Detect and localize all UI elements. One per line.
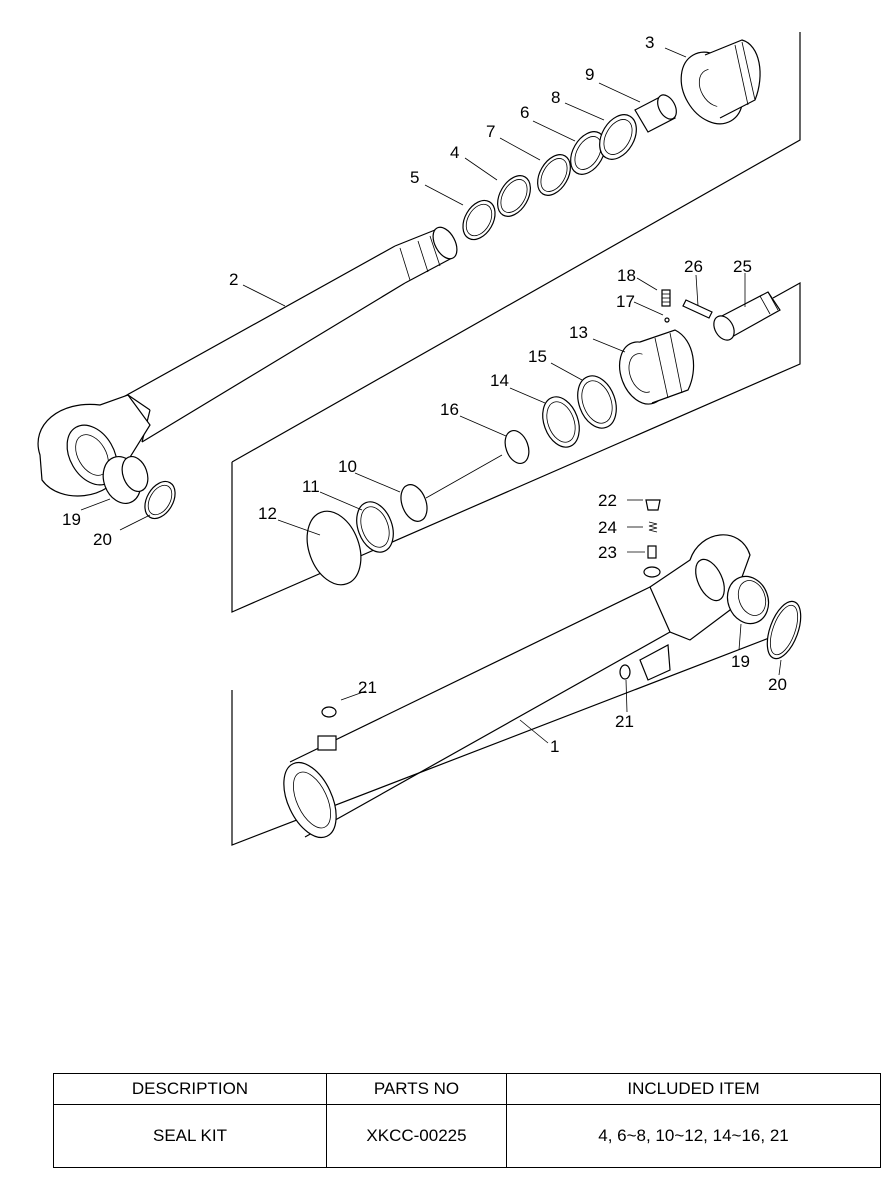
snap-ring [462,199,496,241]
column-header-included-item: INCLUDED ITEM [506,1073,881,1105]
callout-14: 14 [490,371,509,390]
callout-22: 22 [598,491,617,510]
cell-included-item: 4, 6~8, 10~12, 14~16, 21 [506,1104,881,1168]
callout-2: 2 [229,270,238,289]
piston-nut-o-ring [504,429,530,465]
leader-lines [80,47,782,744]
callout-labels: 2 3 4 5 6 7 8 9 19 20 12 11 10 16 14 15 … [62,33,787,756]
callout-17: 17 [616,292,635,311]
callout-12: 12 [258,504,277,523]
column-header-parts-no: PARTS NO [326,1073,507,1105]
grease-nipple-plug [645,499,661,511]
callout-13: 13 [569,323,588,342]
piston-wear-ring [400,484,428,522]
piston-seal-ring [356,501,394,553]
rod-cover [680,39,761,125]
panel-rod-assembly [231,32,801,463]
cell-description: SEAL KIT [53,1104,327,1168]
callout-8: 8 [551,88,560,107]
set-screw [661,289,671,307]
callout-6: 6 [520,103,529,122]
dust-seal-rod-end [144,480,176,520]
spring-pin [682,299,713,319]
callout-24: 24 [598,518,617,537]
callout-3: 3 [645,33,654,52]
callout-19-rod: 19 [62,510,81,529]
callout-20-rod: 20 [93,530,112,549]
back-up-ring [537,154,571,196]
column-header-description: DESCRIPTION [53,1073,327,1105]
bushing-rod-end [102,455,149,504]
seal-kit-table: DESCRIPTION PARTS NO INCLUDED ITEM SEAL … [53,1073,881,1168]
callout-15: 15 [528,347,547,366]
check-ball [647,545,657,559]
cell-parts-no: XKCC-00225 [326,1104,507,1168]
cylinder-tube [283,534,751,839]
callout-11: 11 [302,477,320,496]
bushing-tube-end [726,575,770,625]
callout-23: 23 [598,543,617,562]
pin [713,291,781,341]
assembly-line [425,454,503,499]
callout-26: 26 [684,257,703,276]
buffer-ring [599,114,637,160]
callout-16: 16 [440,400,459,419]
piston-nut [619,329,695,405]
piston-o-ring [306,510,362,586]
o-ring-tube [321,566,661,718]
rod-bushing [634,94,677,133]
callout-5: 5 [410,168,419,187]
callout-19-tube: 19 [731,652,750,671]
piston-rod [37,226,458,497]
dust-seal-tube-end [766,600,802,660]
table-row: SEAL KIT XKCC-00225 4, 6~8, 10~12, 14~16… [53,1104,881,1168]
callout-18: 18 [617,266,636,285]
panel-tube-assembly [231,627,796,846]
callout-21-right: 21 [615,712,634,731]
callout-21-left: 21 [358,678,377,697]
steel-ball [664,317,670,323]
callout-10: 10 [338,457,357,476]
callout-4: 4 [450,143,459,162]
callout-7: 7 [486,122,495,141]
check-spring [648,521,658,533]
rod-seal [570,131,606,175]
dust-wiper [497,175,531,217]
piston-slide-ring [542,396,580,448]
table-header-row: DESCRIPTION PARTS NO INCLUDED ITEM [53,1073,881,1105]
callout-1: 1 [550,737,559,756]
piston-back-up-ring [577,375,617,429]
callout-25: 25 [733,257,752,276]
callout-9: 9 [585,65,594,84]
callout-20-tube: 20 [768,675,787,694]
panel-piston-assembly [231,281,801,613]
